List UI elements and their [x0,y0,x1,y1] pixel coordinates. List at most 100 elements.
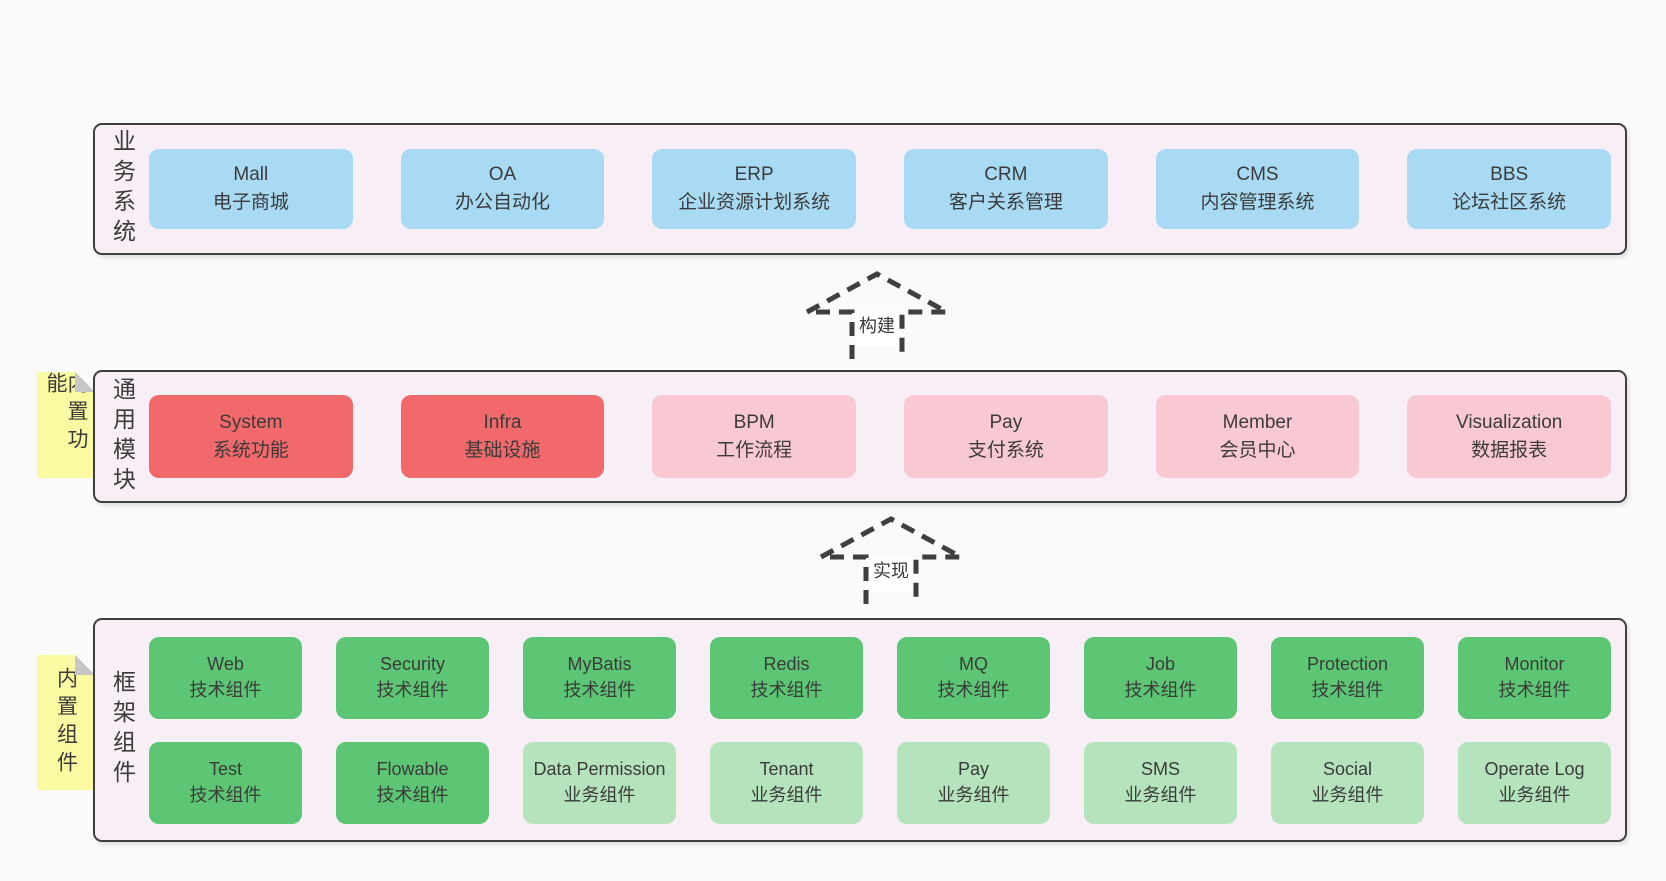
box-system: System 系统功能 [149,395,353,478]
sticky-note-builtin-features: 内置功能 [37,372,95,478]
box-title: SMS [1140,759,1180,780]
box-title: Job [1145,654,1176,675]
box-infra: Infra 基础设施 [400,395,605,478]
box-operate-log: Operate Log 业务组件 [1458,741,1611,824]
box-member: Member 会员中心 [1155,395,1360,478]
box-title: Data Permission [533,759,666,780]
box-sms: SMS 业务组件 [1084,741,1237,824]
box-title: OA [488,164,517,186]
box-subtitle: 技术组件 [750,679,823,700]
dashed-up-arrow-icon [819,516,963,604]
box-title: Mall [233,164,269,186]
band-label: 通用模块 [109,376,136,497]
box-subtitle: 支付系统 [967,439,1044,461]
box-erp: ERP 企业资源计划系统 [652,149,856,229]
box-title: System [219,411,283,433]
box-bpm: BPM 工作流程 [652,395,856,478]
box-title: Visualization [1456,411,1563,433]
box-title: Test [208,759,242,780]
box-subtitle: 技术组件 [563,679,636,700]
box-oa: OA 办公自动化 [400,149,605,229]
box-subtitle: 企业资源计划系统 [678,192,831,213]
folded-corner-icon [75,372,95,392]
box-subtitle: 系统功能 [212,439,289,461]
box-title: Pay [989,411,1023,433]
box-title: MyBatis [567,654,632,675]
box-subtitle: 业务组件 [750,784,823,805]
box-subtitle: 业务组件 [1124,784,1197,805]
box-test: Test 技术组件 [149,741,302,824]
box-subtitle: 技术组件 [376,784,449,805]
box-title: Social [1322,759,1373,780]
box-pay: Pay 支付系统 [904,395,1108,478]
arrow-label: 实现 [870,556,912,591]
box-title: CMS [1236,164,1279,186]
box-pay: Pay 业务组件 [897,741,1050,824]
box-subtitle: 业务组件 [1498,784,1571,805]
sticky-note-label: 内置功能 [44,372,88,456]
box-title: Redis [763,654,810,675]
box-title: Protection [1306,654,1389,675]
box-subtitle: 内容管理系统 [1200,192,1315,213]
box-web: Web 技术组件 [149,636,302,719]
box-subtitle: 电子商城 [212,192,289,213]
box-title: Infra [483,411,522,433]
box-bbs: BBS 论坛社区系统 [1407,149,1611,229]
folded-corner-icon [75,655,95,675]
box-subtitle: 业务组件 [1311,784,1384,805]
box-title: BPM [733,411,775,433]
box-security: Security 技术组件 [336,636,489,719]
dashed-up-arrow-icon [805,271,949,359]
box-cms: CMS 内容管理系统 [1155,149,1360,229]
box-title: Operate Log [1484,759,1585,780]
box-title: BBS [1490,164,1529,186]
sticky-note-label: 内置组件 [54,666,78,779]
box-title: Web [207,654,244,675]
box-title: Security [379,654,446,675]
box-mybatis: MyBatis 技术组件 [523,636,676,719]
box-subtitle: 数据报表 [1471,439,1548,461]
box-subtitle: 技术组件 [1311,679,1384,700]
box-title: Member [1222,411,1293,433]
box-subtitle: 技术组件 [189,784,262,805]
band-label: 业务系统 [109,129,136,249]
box-subtitle: 会员中心 [1219,439,1296,461]
box-title: Tenant [759,759,814,780]
box-subtitle: 基础设施 [464,439,541,461]
arrow-implement: 实现 [818,516,964,607]
box-title: Pay [957,759,990,780]
box-social: Social 业务组件 [1271,741,1424,824]
box-subtitle: 技术组件 [189,679,262,700]
box-tenant: Tenant 业务组件 [710,741,863,824]
band-common-modules: 通用模块 System 系统功能 Infra 基础设施 BPM 工作流程 Pay 支付系统 Me… [93,370,1627,503]
box-subtitle: 技术组件 [376,679,449,700]
band-business-systems: 业务系统 Mall 电子商城 OA 办公自动化 ERP 企业资源计划系统 CRM 客户关系管理… [93,123,1627,255]
box-subtitle: 技术组件 [1124,679,1197,700]
box-visualization: Visualization 数据报表 [1407,395,1611,478]
box-job: Job 技术组件 [1084,636,1237,719]
box-title: MQ [959,654,988,675]
box-subtitle: 技术组件 [937,679,1010,700]
band-label: 框架组件 [109,670,136,790]
box-title: CRM [984,164,1028,186]
box-subtitle: 技术组件 [1498,679,1571,700]
box-subtitle: 工作流程 [716,439,793,461]
arrow-build: 构建 [804,271,950,362]
box-subtitle: 论坛社区系统 [1452,192,1567,213]
box-title: ERP [734,164,774,186]
band-boxes: System 系统功能 Infra 基础设施 BPM 工作流程 Pay 支付系统 Member 会… [149,372,1625,501]
box-redis: Redis 技术组件 [710,636,863,719]
box-subtitle: 业务组件 [937,784,1010,805]
box-title: Flowable [376,759,449,780]
sticky-note-builtin-components: 内置组件 [37,655,95,790]
box-mall: Mall 电子商城 [149,149,353,229]
arrow-label: 构建 [856,311,898,346]
band-boxes: Mall 电子商城 OA 办公自动化 ERP 企业资源计划系统 CRM 客户关系管理 CMS 内容… [149,125,1625,253]
box-subtitle: 办公自动化 [454,192,550,213]
box-mq: MQ 技术组件 [897,636,1050,719]
box-subtitle: 客户关系管理 [948,192,1063,213]
